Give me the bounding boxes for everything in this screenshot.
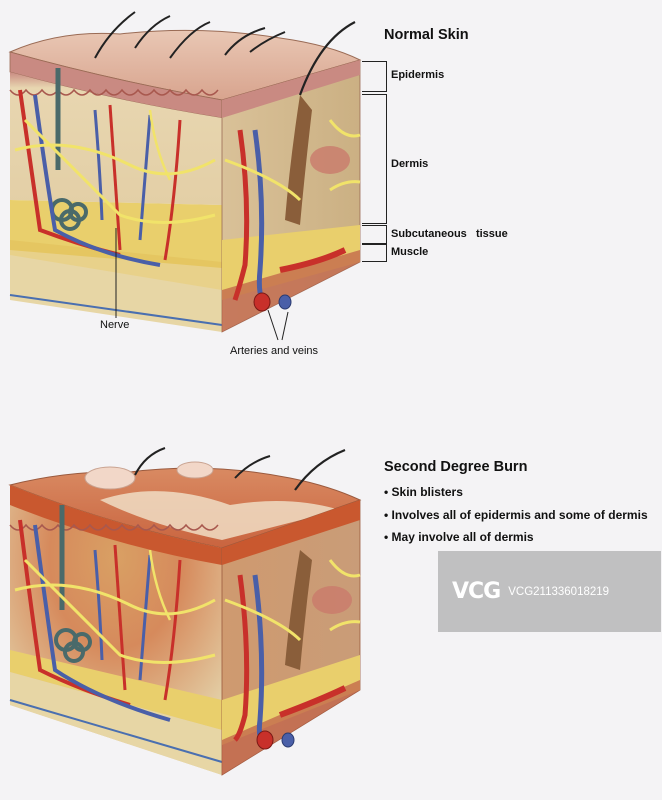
- subcutaneous-label: Subcutaneous tissue: [391, 228, 508, 240]
- burn-bullet-3: • May involve all of dermis: [384, 530, 534, 544]
- subcutaneous-bracket: [362, 225, 387, 244]
- dermis-label: Dermis: [391, 158, 429, 170]
- dermis-bracket: [362, 94, 387, 224]
- burn-bullet-1: • Skin blisters: [384, 485, 463, 499]
- epidermis-bracket: [362, 61, 387, 92]
- burn-title: Second Degree Burn: [384, 459, 528, 475]
- epidermis-label: Epidermis: [391, 69, 445, 81]
- burn-bullet-2: • Involves all of epidermis and some of …: [384, 508, 648, 522]
- normal-leader-lines: [115, 228, 289, 341]
- nerve-label: Nerve: [100, 319, 130, 331]
- watermark-code: VCG211336018219: [508, 585, 610, 598]
- watermark-logo: VCG: [452, 579, 501, 604]
- normal-skin-title: Normal Skin: [384, 27, 469, 43]
- normal-skin-block: [8, 11, 362, 333]
- muscle-label: Muscle: [391, 246, 429, 258]
- arteries-veins-label: Arteries and veins: [230, 345, 319, 357]
- watermark: VCG VCG211336018219: [438, 551, 661, 632]
- muscle-bracket: [362, 244, 387, 262]
- burn-skin-block: [8, 447, 362, 776]
